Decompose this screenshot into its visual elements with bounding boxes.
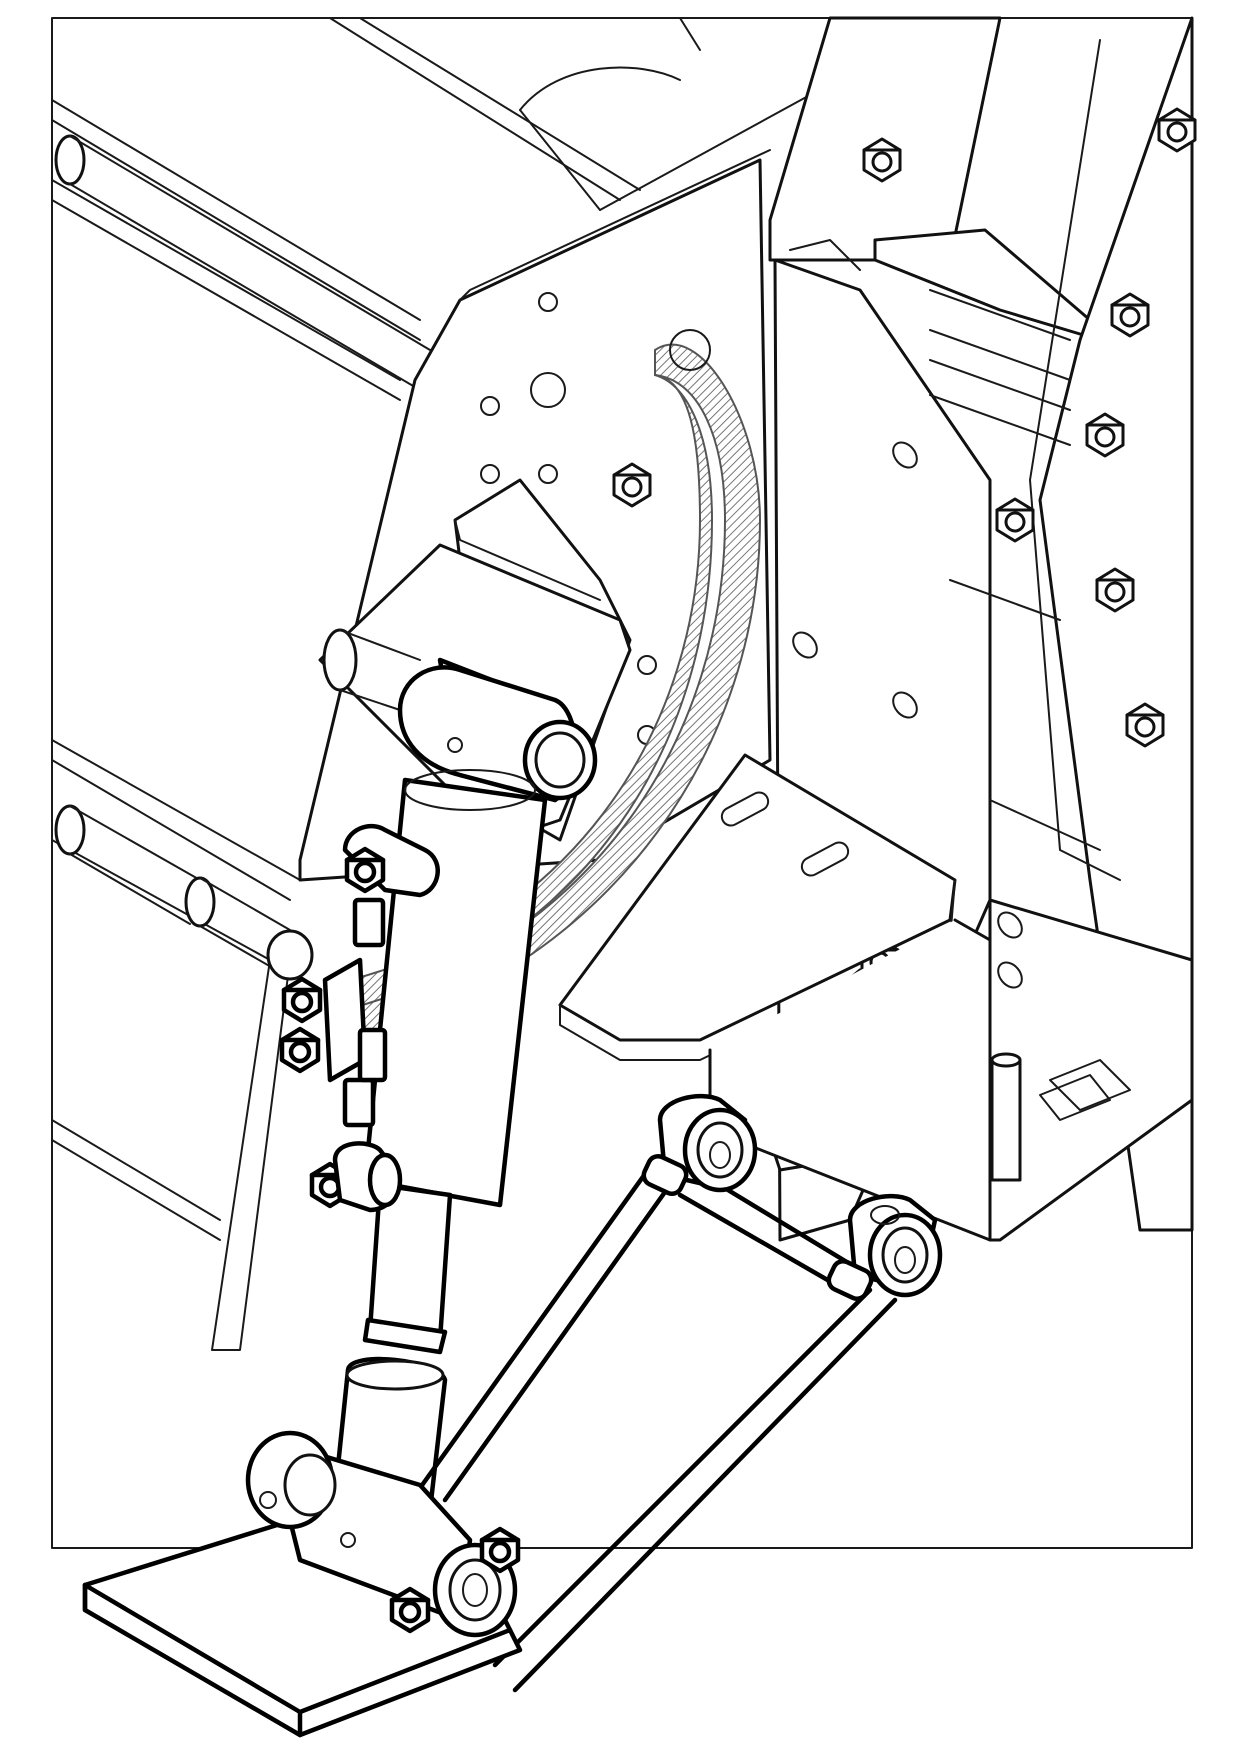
cylinder-bottom-clevis bbox=[245, 1430, 518, 1638]
bolt-5 bbox=[1095, 567, 1135, 613]
linkage-arm bbox=[412, 1093, 943, 1693]
bolt-10 bbox=[612, 462, 652, 508]
pivot-bushing-1 bbox=[641, 1093, 758, 1197]
bolt-6 bbox=[1125, 702, 1165, 748]
clevis-nut bbox=[392, 1589, 428, 1631]
bolt-1 bbox=[862, 137, 902, 183]
clevis-nut-2 bbox=[482, 1529, 518, 1571]
bolt-3 bbox=[1110, 292, 1150, 338]
fitting-nut-3 bbox=[282, 1029, 318, 1071]
hose-fittings bbox=[282, 823, 440, 1213]
bolt-7 bbox=[995, 497, 1035, 543]
bolt-2 bbox=[1157, 107, 1197, 153]
fitting-nut-2 bbox=[284, 979, 320, 1021]
fitting-nut-1 bbox=[347, 849, 383, 891]
pivot-bushing-2 bbox=[826, 1193, 943, 1302]
hydraulic-cylinder bbox=[332, 657, 598, 1513]
mounting-bracket bbox=[558, 753, 992, 1242]
machine-frame-left bbox=[51, 17, 811, 1351]
bolt-4 bbox=[1085, 412, 1125, 458]
